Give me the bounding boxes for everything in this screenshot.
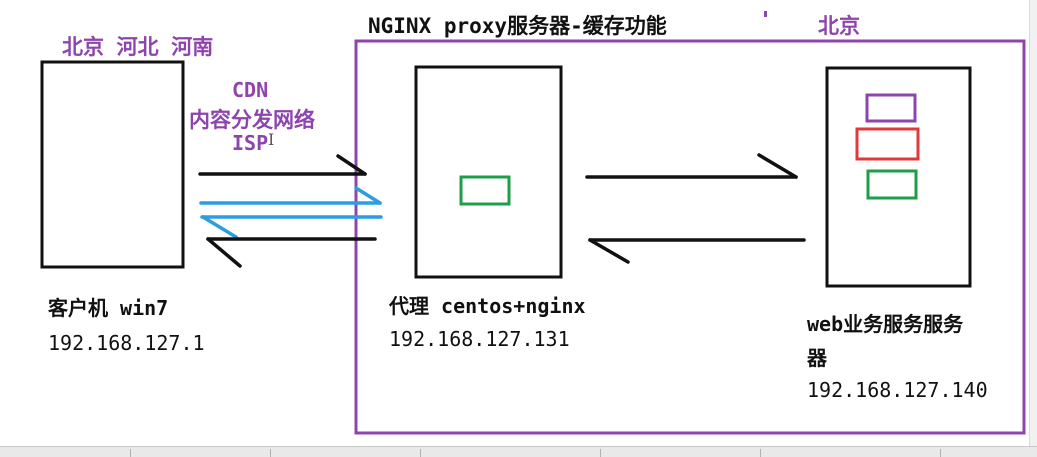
client-box: [40, 60, 185, 269]
client-ip: 192.168.127.1: [48, 331, 205, 355]
web-content-green-block: [866, 169, 918, 200]
cdn-label-line2: 内容分发网络: [189, 108, 315, 132]
toolbar-separator: [600, 449, 601, 457]
web-server-name-line1: web业务服务服务: [807, 312, 964, 336]
toolbar-separator: [760, 449, 761, 457]
proxy-to-web-arrow: [585, 153, 798, 179]
toolbar-separator: [130, 449, 131, 457]
client-to-proxy-arrow: [198, 154, 367, 176]
web-to-proxy-arrow: [588, 238, 806, 264]
text-cursor-icon: I: [268, 130, 275, 149]
proxy-region-location: 北京: [818, 14, 860, 38]
web-server-ip: 192.168.127.140: [807, 378, 988, 402]
web-server-box: [825, 66, 972, 288]
cdn-label-line3: ISP: [232, 131, 269, 155]
cdn-label-line1: CDN: [232, 78, 269, 102]
cdn-path-arrows: [199, 186, 383, 239]
proxy-cache-block: [459, 175, 511, 206]
vertical-scrollbar[interactable]: [1029, 0, 1037, 446]
client-name: 客户机 win7: [48, 296, 169, 320]
client-regions-label: 北京 河北 河南: [62, 35, 214, 59]
web-content-red-block: [855, 127, 920, 161]
toolbar-separator: [940, 449, 941, 457]
web-server-name-line2: 器: [807, 346, 827, 370]
proxy-box: [414, 65, 563, 279]
diagram-title: NGINX proxy服务器-缓存功能: [368, 14, 667, 38]
toolbar-separator: [420, 449, 421, 457]
pen-mark: [764, 11, 767, 17]
proxy-ip: 192.168.127.131: [389, 327, 570, 351]
proxy-to-client-arrow: [206, 237, 377, 268]
toolbar-separator: [270, 449, 271, 457]
proxy-region-frame: [354, 39, 1026, 435]
bottom-toolbar-strip: [0, 446, 1037, 457]
web-content-purple-block: [865, 93, 917, 123]
proxy-name: 代理 centos+nginx: [389, 294, 586, 318]
